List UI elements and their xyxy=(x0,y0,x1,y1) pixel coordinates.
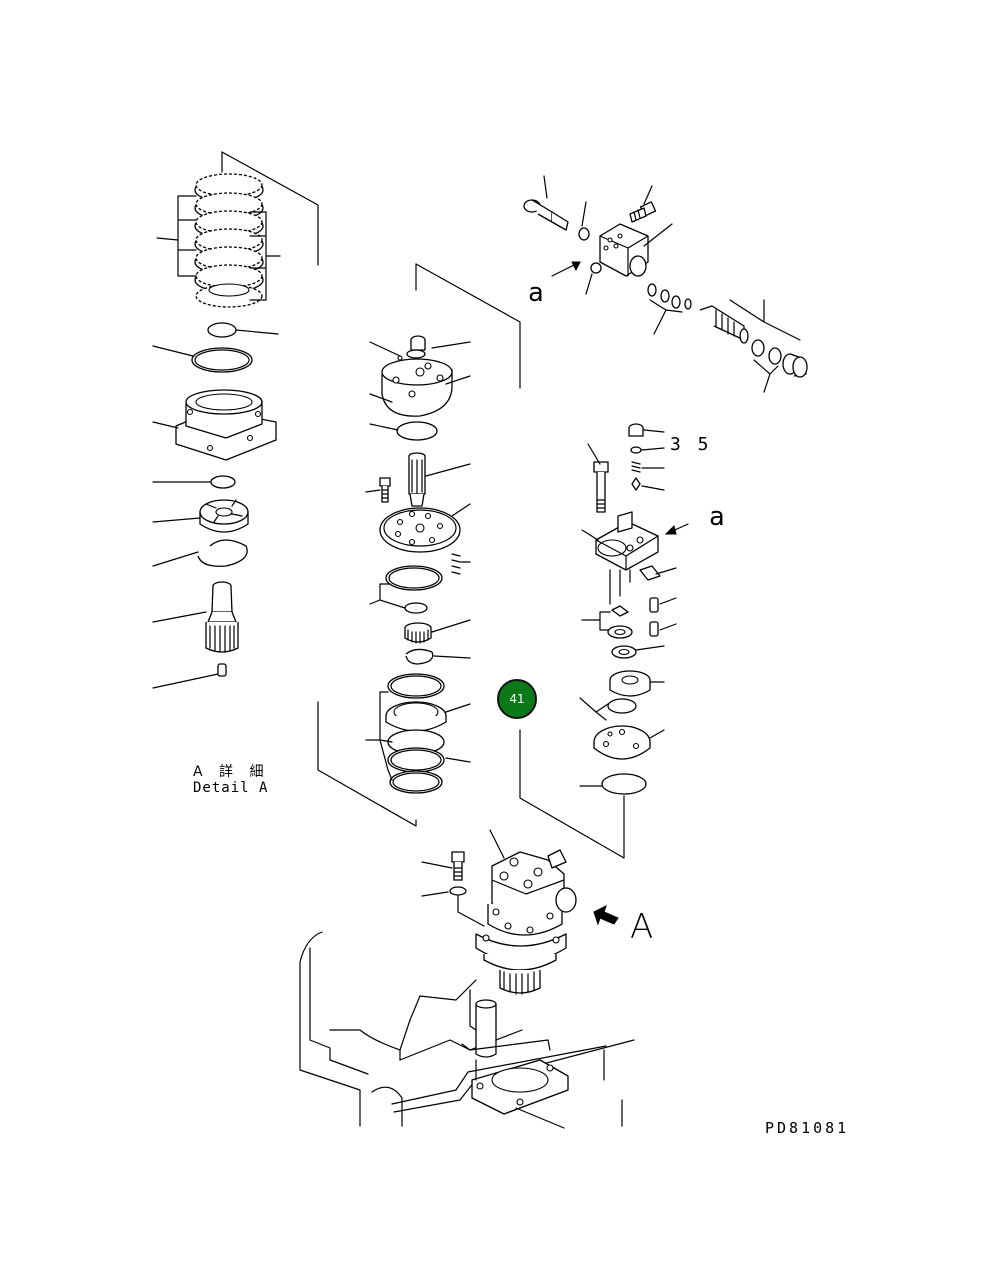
o-ring-small xyxy=(404,602,428,614)
swing-motor xyxy=(475,849,577,995)
washer xyxy=(207,322,237,338)
bushing xyxy=(611,645,637,659)
o-ring-large xyxy=(385,565,443,591)
revolving-frame xyxy=(299,931,635,1129)
needle-bearing xyxy=(404,622,432,644)
long-bolt xyxy=(593,461,609,513)
cap-screw xyxy=(629,201,657,223)
arrow-label-a-top: a xyxy=(528,278,544,308)
drawing-number: PD81081 xyxy=(765,1119,850,1137)
clutch-disc-stack xyxy=(194,173,264,308)
callout-badge-41[interactable]: 41 xyxy=(497,679,537,719)
port-plate xyxy=(379,507,461,553)
drive-shaft xyxy=(408,452,426,507)
thrust-bearing xyxy=(199,499,249,533)
snap-ring xyxy=(405,648,434,665)
swing-motor-assembly xyxy=(299,829,635,1129)
pin-2 xyxy=(649,621,659,637)
o-ring-valve xyxy=(578,227,590,241)
circlip xyxy=(197,539,248,567)
detail-title-english: Detail A xyxy=(193,780,269,796)
spring-35 xyxy=(631,461,641,473)
view-label-a: A xyxy=(630,907,654,947)
o-ring-35 xyxy=(630,446,642,454)
center-assembly xyxy=(317,263,521,827)
relief-valve-assembly xyxy=(523,175,808,393)
relief-cartridge xyxy=(699,305,749,344)
arrow-label-a-right: a xyxy=(709,502,725,532)
poppet xyxy=(631,477,641,491)
pinion-shaft xyxy=(205,581,239,653)
dowel-pin xyxy=(217,663,227,677)
plug-35 xyxy=(628,423,644,437)
right-assembly xyxy=(519,423,689,859)
washer-valve xyxy=(751,339,765,357)
seal-valve xyxy=(768,347,782,365)
o-ring-bottom xyxy=(389,770,443,794)
brake-piston xyxy=(385,701,447,732)
set-screw xyxy=(639,565,661,581)
plug xyxy=(406,335,426,359)
valve-plate xyxy=(381,358,453,417)
part-number-35: 3 5 xyxy=(670,434,712,455)
spring xyxy=(451,553,461,575)
pin-1 xyxy=(649,597,659,613)
gasket-bottom xyxy=(601,773,647,795)
plate-ring xyxy=(387,673,445,699)
cover-plate xyxy=(593,725,651,760)
valve-block xyxy=(599,223,649,277)
detail-a-assembly xyxy=(152,151,319,689)
lock-washer xyxy=(449,886,467,896)
mounting-bolt xyxy=(451,851,465,881)
snap-ring-small xyxy=(210,475,236,489)
o-ring-side xyxy=(590,262,602,274)
collar xyxy=(609,670,651,697)
socket-bolt xyxy=(379,477,391,503)
brake-housing xyxy=(175,389,277,461)
view-arrow xyxy=(593,905,619,926)
o-ring xyxy=(191,347,253,373)
fitting-elbow xyxy=(523,199,569,231)
spacer xyxy=(611,605,629,617)
detail-title-japanese: A 詳 細 xyxy=(193,764,270,780)
valve-plug xyxy=(782,353,808,378)
disc-seal xyxy=(607,698,637,714)
gasket-disc xyxy=(396,421,438,441)
seal-ring xyxy=(387,747,445,773)
valve-housing xyxy=(595,511,659,571)
